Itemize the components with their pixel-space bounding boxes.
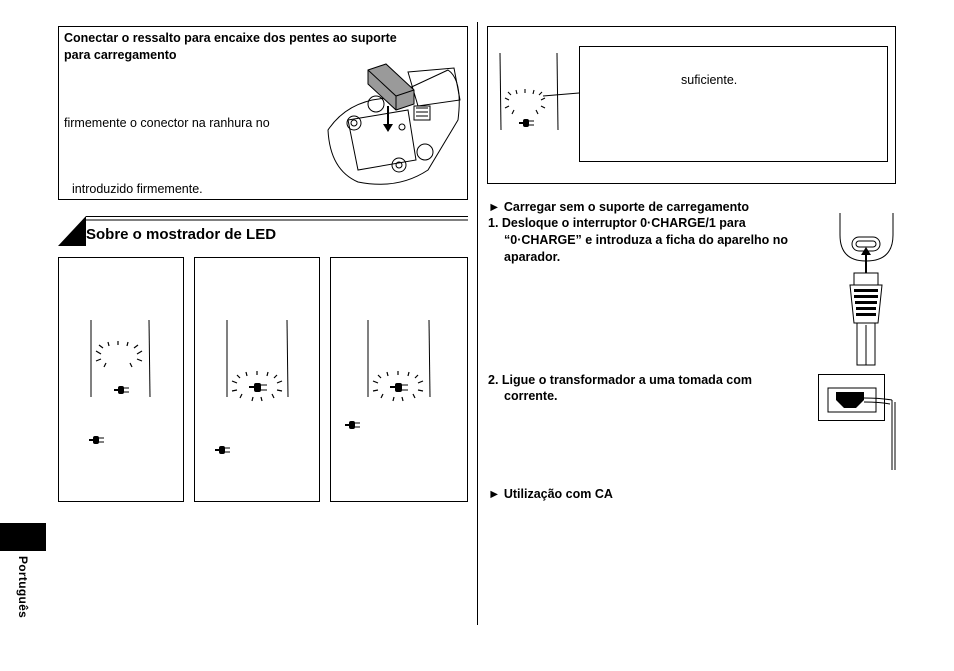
led-notice-text: suficiente. xyxy=(681,73,738,87)
column-divider xyxy=(477,22,478,625)
charge-without-stand-heading: ► Carregar sem o suporte de carregamento xyxy=(488,200,750,214)
ac-use-heading: ► Utilização com CA xyxy=(488,487,613,501)
led-notice-illustration xyxy=(499,52,580,131)
led-panel-2-illustration xyxy=(215,319,289,454)
led-panel-2 xyxy=(194,257,320,502)
wall-outlet-illustration xyxy=(818,374,896,470)
step1-line1: 1. Desloque o interruptor 0·CHARGE/1 par… xyxy=(488,216,746,230)
step2-line1: 2. Ligue o transformador a uma tomada co… xyxy=(488,373,752,387)
connect-text-line-a: firmemente o conector na ranhura no xyxy=(64,116,270,130)
led-panel-1 xyxy=(58,257,184,502)
led-section-header xyxy=(58,216,468,246)
connect-text-line-b: introduzido firmemente. xyxy=(72,182,203,196)
step1-line2: “0·CHARGE” e introduza a ficha do aparel… xyxy=(504,233,789,247)
connect-heading-line1: Conectar o ressalto para encaixe dos pen… xyxy=(64,31,397,45)
step1-line3: aparador. xyxy=(504,250,561,264)
language-tab xyxy=(0,523,46,551)
connect-comb-box xyxy=(58,26,468,200)
plug-insert-illustration xyxy=(839,213,894,366)
connect-heading-line2: para carregamento xyxy=(64,48,177,62)
language-tab-label: Português xyxy=(16,556,30,619)
led-panel-3-illustration xyxy=(345,319,431,429)
led-panel-1-illustration xyxy=(89,319,151,444)
step2-line2: corrente. xyxy=(504,389,558,403)
led-notice-box xyxy=(487,26,896,184)
charging-stand-illustration xyxy=(327,63,461,185)
led-panel-3 xyxy=(330,257,468,502)
led-section-title: Sobre o mostrador de LED xyxy=(86,226,277,243)
led-notice-inner-box xyxy=(579,46,888,162)
